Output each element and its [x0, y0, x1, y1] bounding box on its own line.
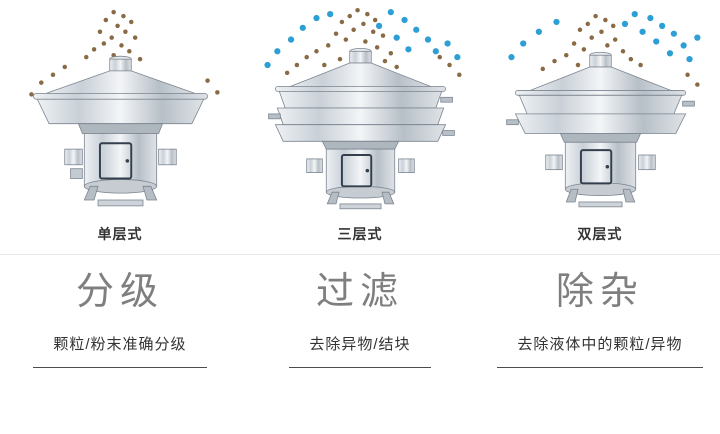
info-row: 分级 颗粒/粉末准确分级 过滤 去除异物/结块 除杂 去除液体中的颗粒/异物 — [0, 255, 720, 434]
info-cell-filtering: 过滤 去除异物/结块 — [240, 271, 480, 434]
particles-brown — [28, 9, 220, 97]
info-cell-grading: 分级 颗粒/粉末准确分级 — [0, 271, 240, 434]
outlet-spout-right — [439, 96, 453, 103]
function-subtitle-grading: 颗粒/粉末准确分级 — [33, 333, 207, 368]
side-bracket-left — [63, 148, 83, 166]
machine-type-label-three: 三层式 — [337, 226, 383, 242]
function-title-grading: 分级 — [75, 271, 164, 313]
particles-brown — [540, 13, 700, 87]
machine-body — [505, 51, 695, 208]
machine-figure-double-layer — [480, 6, 720, 214]
door-panel — [579, 149, 612, 185]
machine-illustration-double-layer — [505, 11, 700, 208]
machine-type-label-double: 双层式 — [577, 226, 623, 242]
door-panel — [98, 142, 132, 180]
function-subtitle-filtering: 去除异物/结块 — [289, 333, 431, 368]
particles-blue — [263, 9, 460, 69]
machine-illustration-single-layer — [28, 9, 220, 207]
machine-body — [267, 47, 455, 210]
machine-figure-single-layer — [0, 6, 240, 214]
machines-row — [0, 0, 720, 214]
info-cell-impurity-removal: 除杂 去除液体中的颗粒/异物 — [480, 271, 720, 434]
machine-figure-three-layer — [240, 6, 480, 214]
side-bracket-right — [637, 154, 656, 171]
side-bracket-right — [157, 148, 177, 166]
side-bracket-left — [305, 158, 323, 173]
machine-body — [32, 55, 208, 207]
function-title-filtering: 过滤 — [315, 271, 404, 313]
outlet-spout-left — [267, 113, 281, 120]
side-bracket-right — [397, 158, 415, 173]
function-title-impurity-removal: 除杂 — [555, 271, 644, 313]
machine-type-label-single: 单层式 — [97, 226, 143, 242]
machine-illustration-three-layer — [263, 7, 462, 210]
door-panel — [340, 154, 372, 188]
particles-blue — [507, 11, 700, 63]
side-bracket-left — [544, 154, 563, 171]
divider-line — [0, 254, 720, 255]
labels-row: 单层式 三层式 双层式 — [0, 214, 720, 254]
outlet-spout-left — [505, 119, 519, 126]
outlet-spout-right — [681, 100, 695, 107]
function-subtitle-impurity-removal: 去除液体中的颗粒/异物 — [497, 333, 703, 368]
